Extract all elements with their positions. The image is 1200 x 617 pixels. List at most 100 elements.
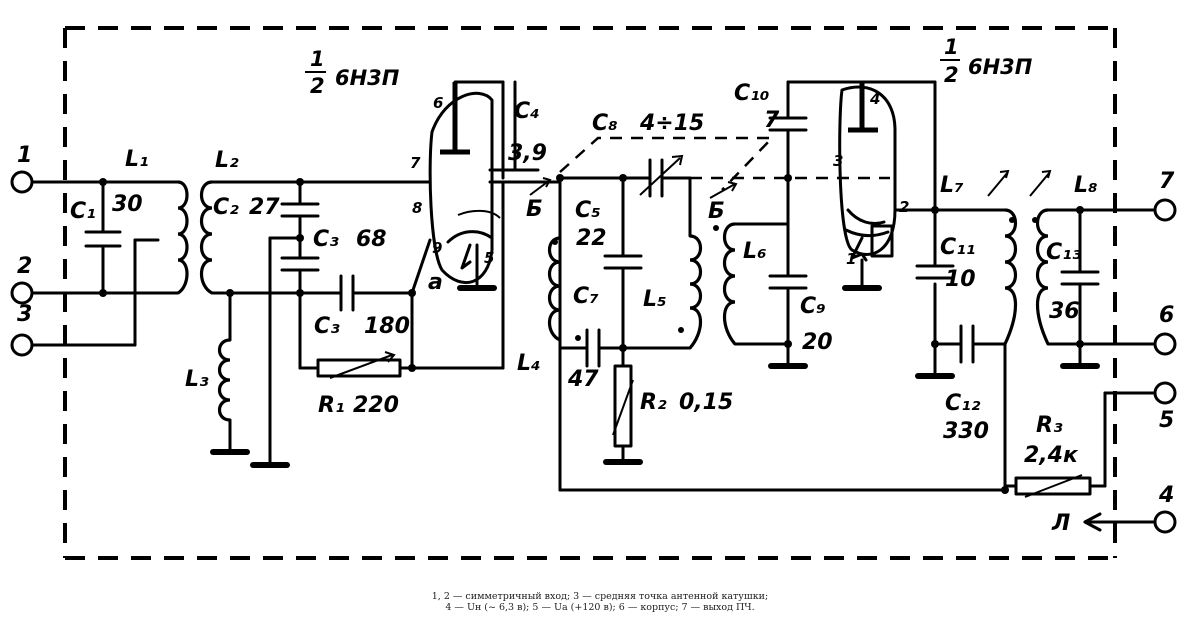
c4-value: 3,9: [508, 141, 547, 166]
capacitor-c3-180: C₃ 180: [298, 274, 416, 339]
terminal-3-label: 3: [17, 302, 32, 327]
pin-8-label: 8: [412, 199, 422, 217]
l7-label: L₇: [940, 173, 964, 198]
coil-l7: L₇: [940, 169, 1052, 345]
terminal-6[interactable]: [1153, 332, 1177, 356]
resistor-r3: R₃ 2,4к: [1003, 391, 1157, 498]
c3a-value: 68: [356, 227, 387, 252]
c12-value: 330: [943, 419, 989, 444]
c4-label: C₄: [514, 99, 540, 124]
c3b-label: C₃: [314, 314, 340, 339]
tube-right-type: 6Н3П: [968, 55, 1033, 79]
coil-l1: L₁: [125, 147, 189, 295]
ground-symbols-left: [210, 449, 290, 468]
terminal-1[interactable]: [10, 170, 34, 194]
tube-right: 4 3 2 1: [833, 82, 937, 291]
pin-7-label: 7: [410, 154, 421, 172]
pin-6-label: 6: [433, 94, 443, 112]
output-wiring: [933, 80, 1167, 492]
tuning-linkage: Б: [559, 136, 890, 224]
tube-right-fraction-den: 2: [944, 63, 959, 87]
c3b-value: 180: [364, 314, 410, 339]
c5-value: 22: [576, 226, 607, 251]
main-bus: [536, 176, 1007, 492]
l3-label: L₃: [185, 367, 209, 392]
c12-label: C₁₂: [945, 391, 981, 416]
tube-left-fraction-num: 1: [310, 47, 325, 71]
coil-l8: L₈: [1032, 173, 1098, 346]
node-a-label: a: [428, 270, 443, 295]
capacitor-c9: C₉ 20: [768, 274, 833, 369]
c2-value: 27: [249, 195, 280, 220]
c3a-label: C₃: [313, 227, 339, 252]
pin-1-label: 1: [846, 250, 856, 268]
terminal-6-label: 6: [1159, 303, 1174, 328]
pin-4-label: 4: [869, 90, 880, 108]
capacitor-c12: C₁₂ 330: [943, 324, 989, 444]
input-terminals: 1 2 3: [10, 143, 34, 357]
coil-l3: L₃: [185, 289, 234, 454]
caption-line-1: 1, 2 — симметричный вход; 3 — средняя то…: [431, 591, 769, 602]
r3-value: 2,4к: [1024, 443, 1079, 468]
pin-9-label: 9: [432, 239, 442, 257]
terminal-5[interactable]: [1153, 381, 1177, 405]
r2-label: R₂: [640, 390, 667, 415]
c7-value: 47: [567, 367, 599, 392]
capacitor-c2: C₂ 27: [213, 178, 320, 260]
c10-label: C₁₀: [734, 81, 770, 106]
resistor-r1: R₁ 220: [298, 291, 416, 418]
capacitor-c5: C₅ 22: [575, 174, 643, 350]
capacitor-c11: C₁₁ 10: [915, 235, 976, 379]
tube-left-type: 6Н3П: [335, 66, 400, 90]
c2-label: C₂: [213, 195, 239, 220]
capacitor-c4: C₄ 3,9 Б: [488, 80, 552, 222]
figure-caption: 1, 2 — симметричный вход; 3 — средняя то…: [0, 591, 1200, 613]
node-b2-label: Б: [708, 199, 725, 224]
c13-value: 36: [1049, 299, 1080, 324]
tube-left: 6 7 8 9 5: [410, 80, 505, 291]
pin-3-label: 3: [833, 152, 843, 170]
terminal-2[interactable]: [10, 281, 34, 305]
terminal-4-label: 4: [1158, 483, 1174, 508]
r1-label: R₁: [318, 393, 345, 418]
tube-right-fraction-num: 1: [944, 35, 959, 59]
c9-label: C₉: [800, 294, 826, 319]
c1-label: C₁: [70, 199, 96, 224]
pin-5-label: 5: [484, 249, 494, 267]
c8-label: C₈: [592, 111, 618, 136]
c11-label: C₁₁: [940, 235, 975, 260]
input-wiring: [30, 180, 180, 347]
terminal-7-label: 7: [1159, 169, 1175, 194]
tube-left-fraction-den: 2: [310, 74, 325, 98]
l6-label: L₆: [743, 239, 767, 264]
capacitor-c8: C₈ 4÷15: [592, 111, 704, 198]
terminal-3[interactable]: [10, 333, 34, 357]
c10-value: 7: [764, 108, 780, 133]
terminal-1-label: 1: [17, 143, 32, 168]
coil-l2: L₂: [199, 148, 302, 295]
l2-label: L₂: [215, 148, 239, 173]
capacitor-c1: C₁ 30: [70, 178, 143, 297]
l5-label: L₅: [643, 287, 667, 312]
pin-2-label: 2: [899, 198, 909, 216]
r2-value: 0,15: [679, 390, 733, 415]
node-fil-label: Л: [1051, 511, 1070, 536]
terminal-7[interactable]: [1153, 198, 1177, 222]
c13-label: C₁₃: [1046, 240, 1082, 265]
l8-label: L₈: [1074, 173, 1098, 198]
c1-value: 30: [112, 192, 143, 217]
tube-left-title: 1 2 6Н3П: [305, 47, 400, 98]
terminal-2-label: 2: [17, 254, 32, 279]
coil-l5: L₅: [643, 176, 703, 350]
capacitor-c7: C₇ 47: [558, 284, 692, 392]
capacitor-c13: C₁₃ 36: [1046, 206, 1100, 369]
c7-label: C₇: [573, 284, 599, 309]
capacitor-c3-68: C₃ 68: [268, 227, 387, 467]
terminal-4[interactable]: [1153, 510, 1177, 534]
tube-right-title: 1 2 6Н3П: [940, 35, 1033, 87]
left-tube-wiring: [298, 180, 505, 370]
caption-line-2: 4 — Uн (~ 6,3 в); 5 — Uа (+120 в); 6 — к…: [445, 602, 755, 613]
l4-label: L₄: [517, 351, 541, 376]
r3-label: R₃: [1036, 413, 1063, 438]
